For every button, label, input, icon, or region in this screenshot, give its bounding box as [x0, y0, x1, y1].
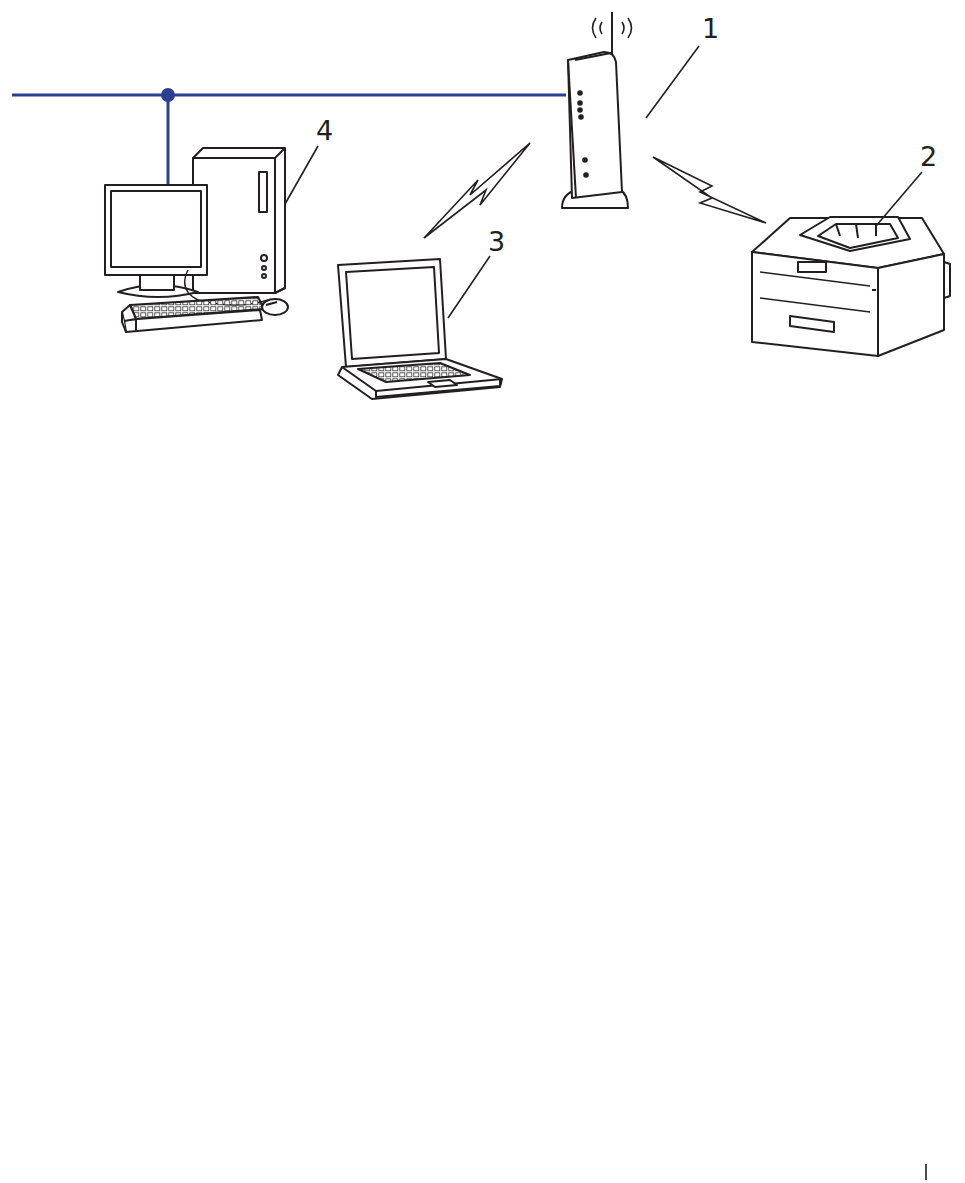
laser-printer	[752, 217, 950, 356]
callout-number: 2	[920, 143, 937, 170]
lan-cable	[12, 95, 566, 186]
junction-dot	[161, 88, 175, 102]
desktop-computer	[105, 148, 288, 332]
laptop-computer	[338, 259, 502, 399]
wireless-link	[424, 143, 766, 238]
page-marker	[925, 1164, 927, 1180]
access-point	[562, 12, 632, 208]
callout-number: 4	[316, 117, 333, 144]
leader-line	[285, 46, 922, 318]
callout-number: 1	[702, 15, 719, 42]
callout-number: 3	[488, 228, 505, 255]
